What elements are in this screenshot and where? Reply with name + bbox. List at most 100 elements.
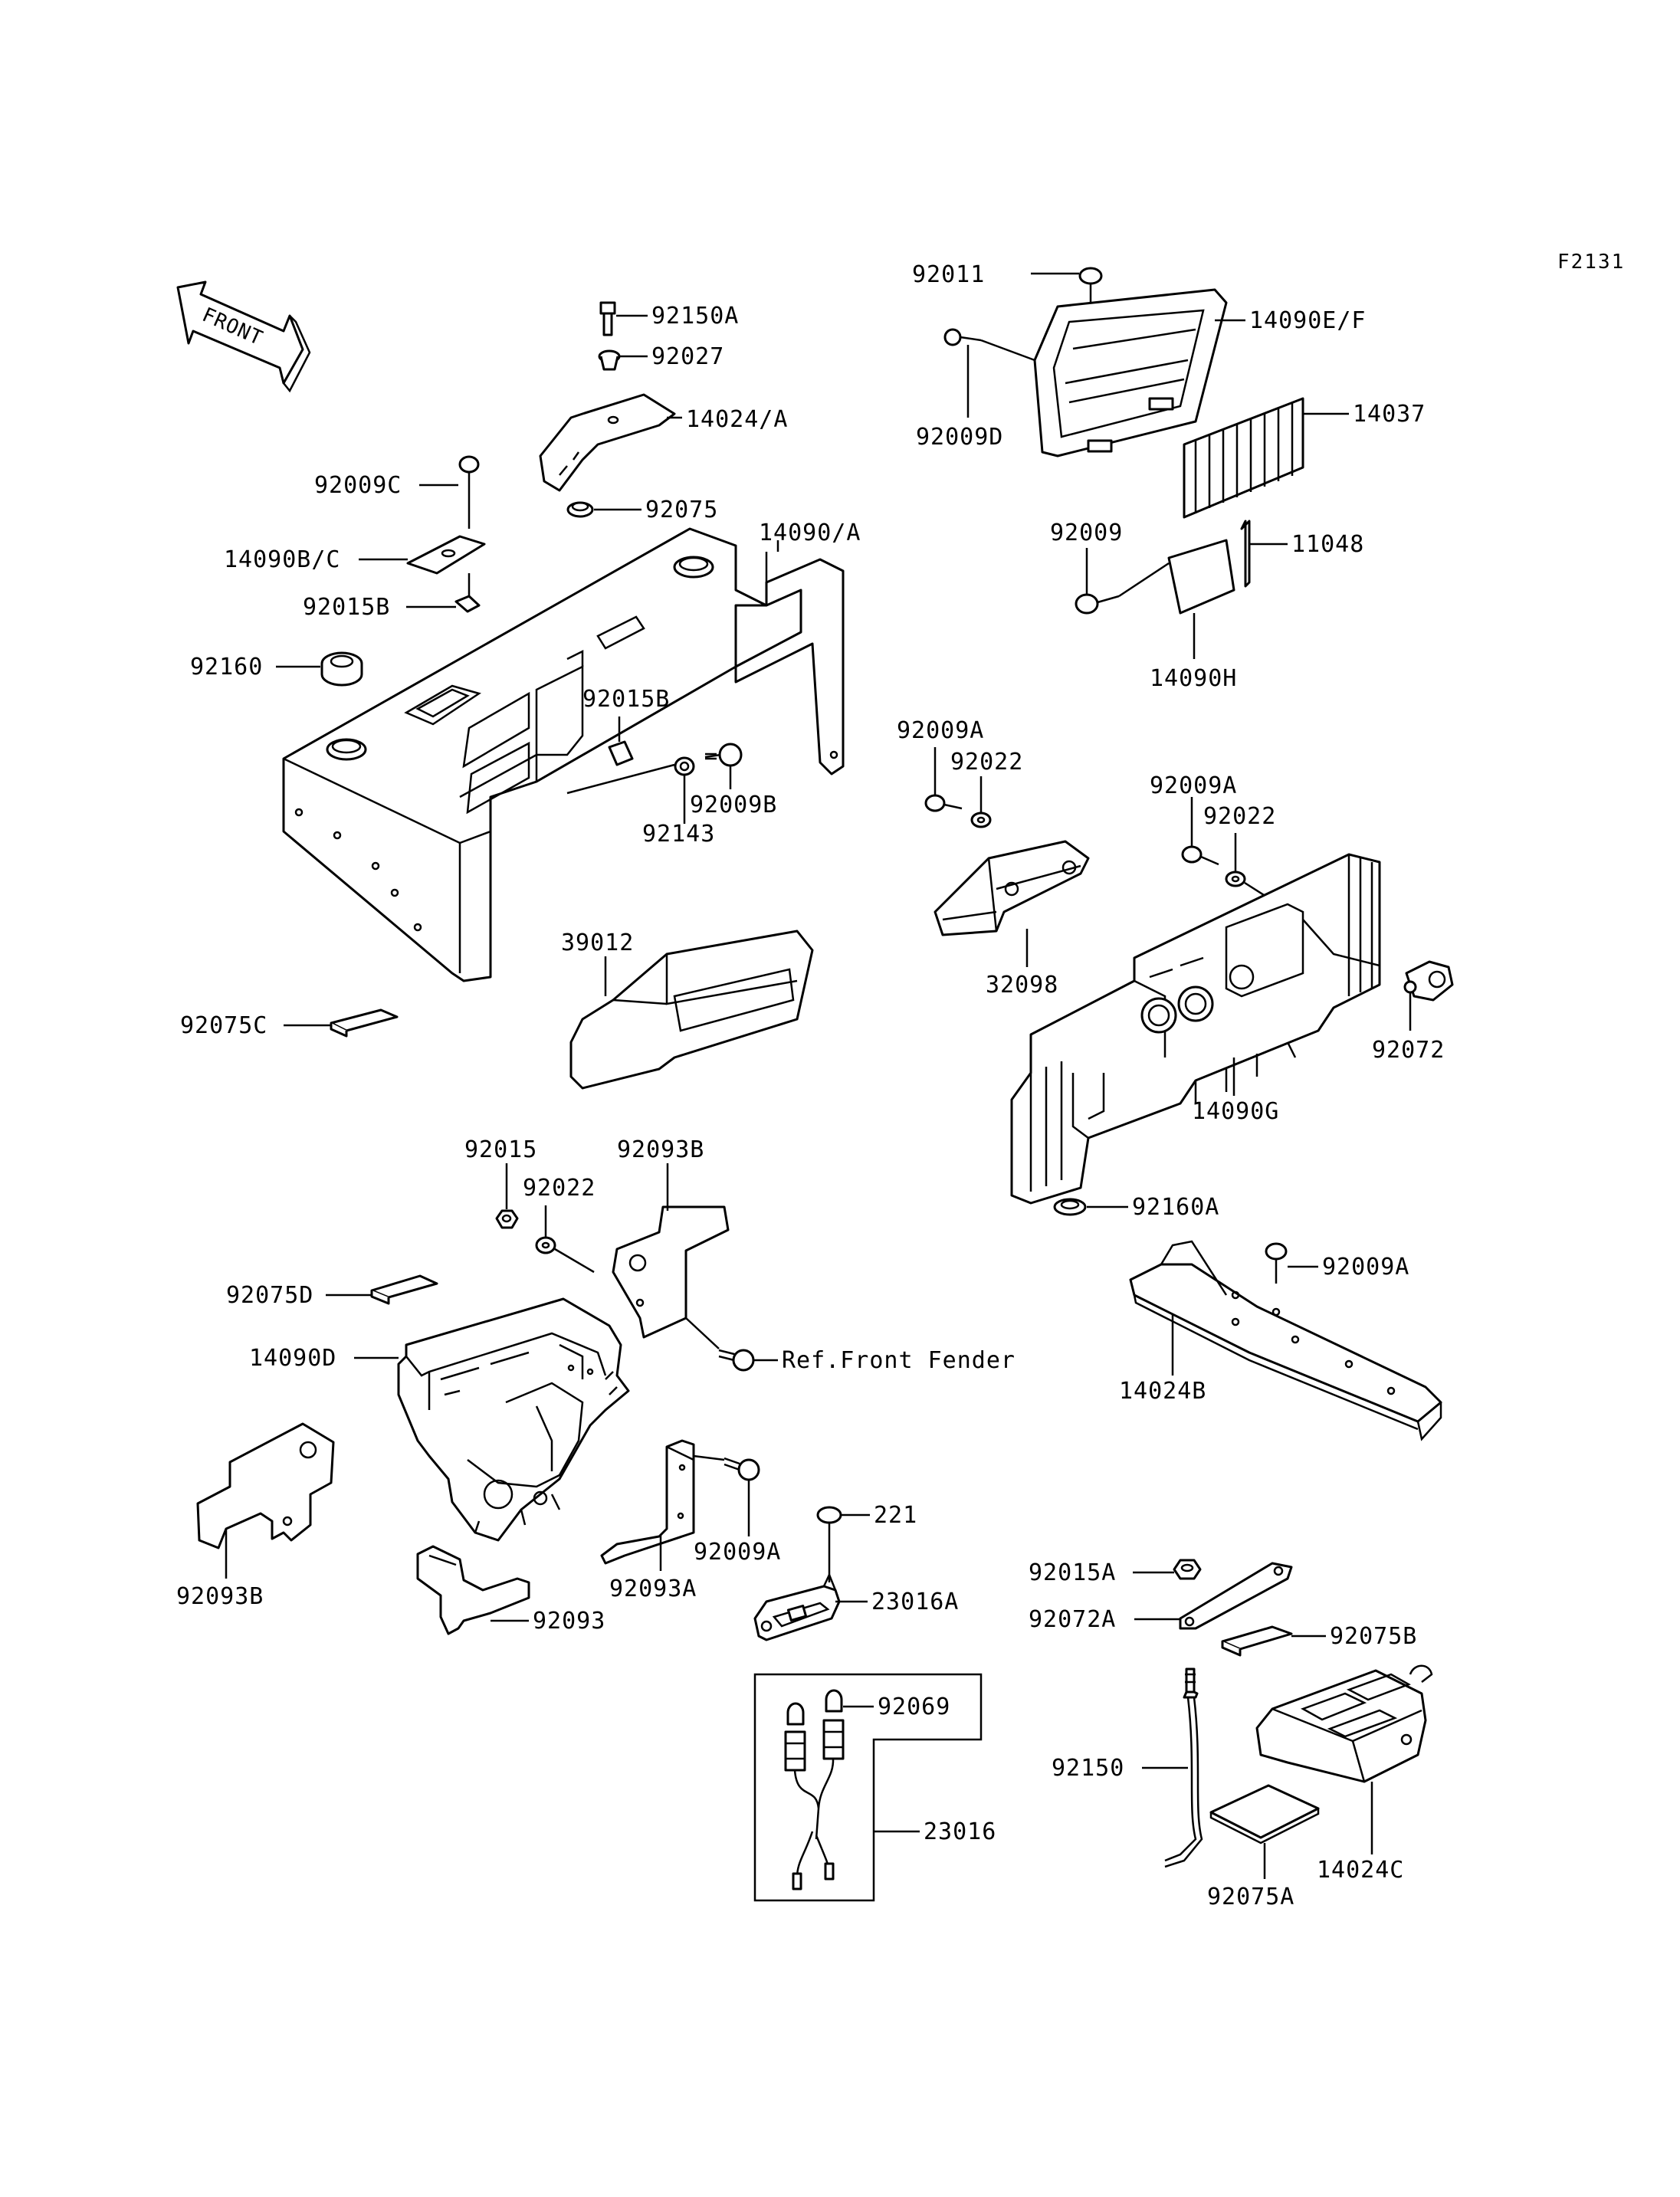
label-92009A-1: 92009A <box>897 717 984 744</box>
pad-92075C <box>330 1008 399 1038</box>
label-92160: 92160 <box>190 654 263 680</box>
label-14090EF: 14090E/F <box>1249 307 1367 334</box>
label-92009B: 92009B <box>690 792 777 818</box>
label-92015B-2: 92015B <box>582 686 670 713</box>
washer-92022-1 <box>970 812 992 828</box>
label-92075: 92075 <box>645 497 718 523</box>
housing-14090A <box>282 527 845 982</box>
bolt-92009A-3 <box>1265 1242 1288 1284</box>
label-92022-2: 92022 <box>1203 803 1276 830</box>
label-92009D: 92009D <box>916 424 1003 451</box>
label-92075B: 92075B <box>1330 1623 1417 1650</box>
grommet-92160A <box>1053 1198 1087 1216</box>
harness-box-23016 <box>753 1673 983 1902</box>
front-direction-arrow-icon: FRONT <box>176 280 311 393</box>
label-ref-front-fender: Ref.Front Fender <box>782 1347 1016 1374</box>
label-92150: 92150 <box>1052 1755 1124 1782</box>
label-92075D: 92075D <box>226 1282 313 1309</box>
bulb-92069 <box>786 1689 843 1726</box>
label-92009C: 92009C <box>314 472 402 499</box>
label-14090G: 14090G <box>1192 1098 1279 1125</box>
label-14090D: 14090D <box>249 1345 336 1372</box>
grommet-92160 <box>320 651 363 687</box>
nut-92015 <box>495 1209 519 1229</box>
plate-14090H <box>1167 539 1235 615</box>
heatsink-14037 <box>1183 397 1304 519</box>
bracket-92093B-1 <box>612 1205 730 1339</box>
label-92143: 92143 <box>642 821 715 848</box>
label-92093: 92093 <box>533 1608 605 1635</box>
label-14024A: 14024/A <box>686 406 788 433</box>
bracket-11048 <box>1240 520 1251 588</box>
label-92011: 92011 <box>912 261 985 288</box>
switch-housing-23016A <box>753 1572 841 1641</box>
label-92072: 92072 <box>1372 1037 1445 1064</box>
label-23016A: 23016A <box>871 1589 959 1615</box>
collar-92027 <box>598 349 621 371</box>
cover-14090EF <box>1033 288 1228 457</box>
label-11048: 11048 <box>1291 531 1364 558</box>
duct-39012 <box>569 930 814 1090</box>
bracket-92093B-2 <box>196 1422 335 1549</box>
label-23016: 23016 <box>924 1818 996 1845</box>
bolt-92009A-4 <box>724 1457 760 1481</box>
strap-92072A <box>1179 1562 1293 1630</box>
bolt-92009B <box>704 743 743 767</box>
plate-14090BC <box>406 535 486 575</box>
bolt-92009A-1 <box>924 794 963 812</box>
label-92093B-2: 92093B <box>176 1583 264 1610</box>
label-92093B-1: 92093B <box>617 1136 704 1163</box>
label-92069: 92069 <box>878 1694 950 1720</box>
label-92015B-1: 92015B <box>303 594 390 621</box>
label-92027: 92027 <box>651 343 724 370</box>
wiring-harness-23016 <box>784 1719 845 1890</box>
bolt-92009A-2 <box>1181 845 1219 866</box>
label-92072A: 92072A <box>1029 1606 1116 1633</box>
clip-92015B-1 <box>454 595 481 613</box>
box-32098 <box>934 840 1090 936</box>
collar-92143 <box>674 756 695 776</box>
label-39012: 39012 <box>561 930 634 956</box>
label-14024B: 14024B <box>1119 1378 1206 1405</box>
case-14024C <box>1255 1664 1433 1783</box>
label-92009: 92009 <box>1050 520 1123 546</box>
label-92009A-2: 92009A <box>1150 772 1237 799</box>
washer-92022-2 <box>1225 871 1246 887</box>
clip-92015B-2 <box>608 740 634 766</box>
bolt-92011 <box>1078 267 1103 303</box>
label-92022-3: 92022 <box>523 1175 596 1202</box>
label-92015A: 92015A <box>1029 1559 1116 1586</box>
screw-221 <box>816 1506 842 1542</box>
label-92015: 92015 <box>464 1136 537 1163</box>
pad-92075B <box>1221 1625 1293 1657</box>
label-92093A: 92093A <box>609 1576 697 1602</box>
bolt-92009 <box>1075 593 1120 615</box>
sheet-92075A <box>1209 1784 1320 1844</box>
pad-92075D <box>370 1274 438 1305</box>
panel-14090G <box>1010 853 1381 1205</box>
label-14037: 14037 <box>1353 401 1426 428</box>
bracket-92093A <box>600 1439 695 1565</box>
label-32098: 32098 <box>986 972 1058 998</box>
label-92075A: 92075A <box>1207 1884 1294 1910</box>
bolt-92150A <box>599 301 616 336</box>
rod-92150 <box>1164 1667 1203 1868</box>
housing-14090D <box>397 1297 630 1542</box>
bracket-14024A <box>539 393 676 492</box>
label-14090BC: 14090B/C <box>224 546 341 573</box>
label-14090A: 14090/A <box>759 520 861 546</box>
grommet-92075 <box>566 501 594 518</box>
label-92009A-4: 92009A <box>694 1539 781 1566</box>
nut-92015A <box>1173 1559 1202 1580</box>
label-92150A: 92150A <box>651 303 739 330</box>
figure-code: F2131 <box>1557 251 1625 274</box>
label-92160A: 92160A <box>1132 1194 1219 1221</box>
label-92075C: 92075C <box>180 1012 267 1039</box>
bracket-92093 <box>416 1545 530 1635</box>
label-221: 221 <box>874 1502 917 1529</box>
bolt-ref-front-fender <box>718 1349 755 1372</box>
plate-14024B <box>1129 1240 1442 1441</box>
label-14090H: 14090H <box>1150 665 1237 692</box>
bolt-92009C <box>458 455 480 490</box>
